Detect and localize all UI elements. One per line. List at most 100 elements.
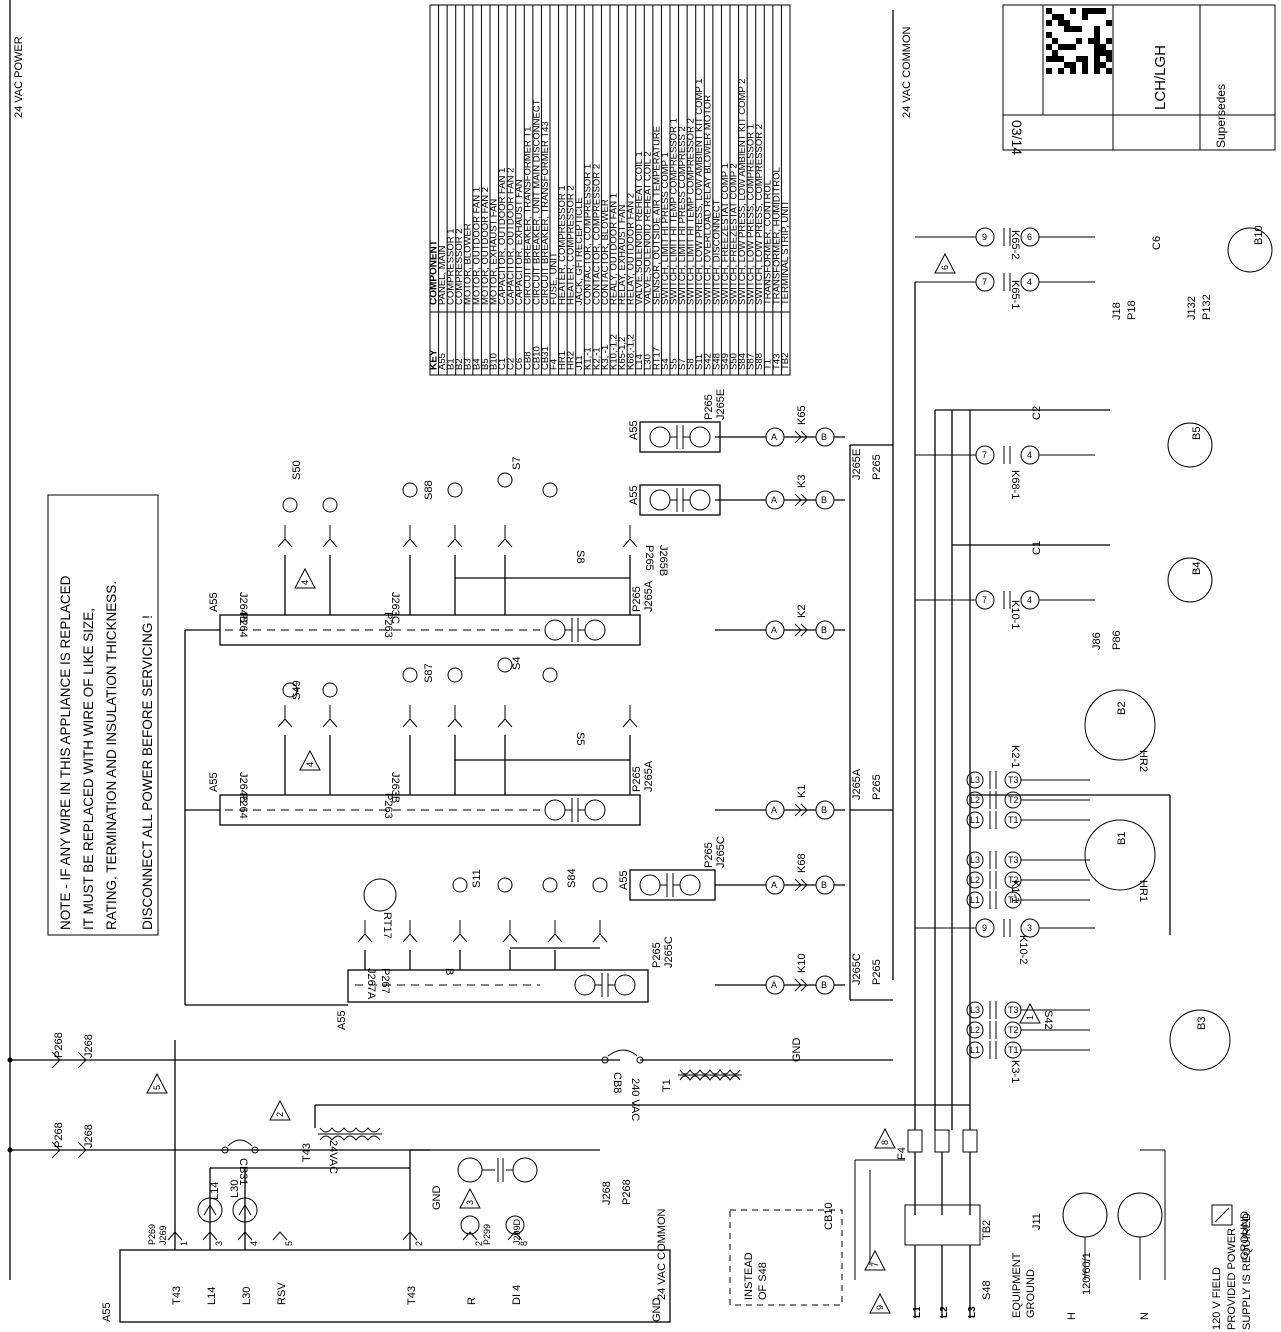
legend-component: CIRCUIT BREAKER, UNIT MAIN DISCONNECT [531,99,542,305]
legend-key: F4 [548,359,559,370]
legend-key: B1 [446,358,457,370]
label-p268-c: P268 [621,1179,633,1205]
legend-key: TB2 [780,353,791,370]
contactor-label: K68 [796,853,808,873]
label-b5: B5 [1191,427,1203,440]
svg-text:A: A [771,495,777,505]
warning-flag-number: 9 [875,1305,885,1310]
legend-key: S84 [737,353,748,370]
warning-flag-icon [299,749,321,771]
label-cb31: CB31 [237,1158,249,1186]
svg-text:B: B [821,880,827,890]
contactor-label: K2 [796,605,808,618]
legend-component: MOTOR, OUTDOOR FAN 1 [471,187,482,305]
instead-of-s48-box [729,1209,843,1306]
label-a55-3: A55 [336,1010,348,1030]
j11-receptacle-1 [1062,1192,1108,1238]
rt17-sensor [363,878,397,912]
legend-component: CAPACITOR, OUTDOOR FAN 1 [497,168,508,305]
label-k3-1: K3-1 [1009,1060,1021,1083]
legend-key: RT17 [651,347,662,370]
legend-key: K65-1,2 [617,337,628,370]
legend-component: CONTACTOR, COMPRESSOR 2 [591,164,602,305]
label-cb8: CB8 [611,1072,623,1093]
svg-text:B: B [821,625,827,635]
b3-motor [1169,1009,1231,1071]
label-k68-1: K68-1 [1009,470,1021,499]
legend-key: B3 [463,358,474,370]
legend-key: T1 [763,359,774,370]
label-b1: B1 [1116,832,1128,845]
svg-text:T3: T3 [1008,855,1019,865]
rail-label-power: 24 VAC POWER [13,36,25,118]
svg-text:7: 7 [982,595,987,605]
label-hr1: HR1 [1137,880,1149,902]
label-j268-a: J268 [83,1034,95,1058]
label-p263-a: P263 [382,612,394,638]
label-instead: INSTEAD [743,1252,755,1300]
label-p268-a: P268 [53,1032,65,1058]
a55-pin-number: 2 [474,1241,484,1246]
legend-component: CONTACTOR, BLOWER [600,199,611,305]
legend-key: S8 [686,358,697,370]
label-hr2: HR2 [1137,750,1149,772]
label-j263c: J263C [389,592,401,624]
fuse-f4-2 [934,1129,950,1153]
label-k65-1: K65-1 [1009,280,1021,309]
legend-component: SWITCH, LOW PRESS, LOW AMBIENT KIT COMP … [694,79,705,305]
legend-component: SWITCH, FREEZESTAT COMP 1 [720,163,731,305]
legend-key: L14 [634,354,645,370]
svg-text:L1: L1 [970,1045,980,1055]
label-l30: L30 [229,1180,241,1198]
legend-key: K10,-1,2 [608,334,619,370]
rail-label-common-bottom: 24 VAC COMMON [656,1208,668,1300]
label-gnd-2: GND [651,1298,663,1323]
label-240vac: 240 VAC [629,1078,641,1121]
legend-key: T43 [771,354,782,370]
conn-p269: P269 [147,1224,157,1245]
legend-component: REALY, OUTDOOR FAN 1 [608,193,619,305]
a55-pin-number: 8 [519,1241,529,1246]
legend-key: S5 [668,358,679,370]
warning-flag-number: 7 [870,1262,880,1267]
conn-p299: P299 [482,1224,492,1245]
contactor-label: K1 [796,785,808,798]
label-p265-2: P265 [631,766,643,792]
legend-component: COMPRESSOR 2 [454,228,465,305]
legend-key: K3, -1 [600,345,611,370]
contactor-label: K65 [796,405,808,425]
label-s8: S8 [574,550,586,563]
legend-key: S42 [703,353,714,370]
warning-flag-number: 3 [465,1200,475,1205]
label-b10: B10 [1253,225,1265,245]
svg-text:L3: L3 [970,775,980,785]
svg-text:7: 7 [982,450,987,460]
label-p265-3: P265 [651,942,663,968]
label-b2: B2 [1116,702,1128,715]
label-j264b-b: J264B [237,772,249,803]
a55-panel-label: A55 [101,1302,113,1322]
label-gnd-1: GND [431,1186,443,1211]
contactor-label: K10 [796,953,808,973]
svg-text:L1: L1 [970,895,980,905]
label-k10-2: K10-2 [1017,935,1029,964]
label-s42: S42 [1042,1010,1054,1030]
qr-code [1046,8,1112,74]
label-s5: S5 [574,732,586,745]
label-j265c-2: J265C [715,836,727,868]
label-s88: S88 [423,480,435,500]
legend-key: B2 [454,358,465,370]
legend-component: TRANSFORMER, HUMIDITROL [771,167,782,305]
svg-text:B: B [821,495,827,505]
legend-component: SWITCH, LOW PRESS, LOW AMBIENT KIT COMP … [737,79,748,305]
legend-key: C2 [506,358,517,370]
b5-motor [1167,422,1213,468]
warning-flag-icon [934,252,956,274]
legend-component: PANEL, MAIN [437,245,448,305]
legend-component: SWITCH, LOW PRESS, COMPRESSOR 2 [754,124,765,305]
label-k10-1: K10-1 [1009,600,1021,629]
legend-key: B5 [480,358,491,370]
svg-text:4: 4 [1027,595,1032,605]
label-c1: C1 [1031,541,1043,555]
